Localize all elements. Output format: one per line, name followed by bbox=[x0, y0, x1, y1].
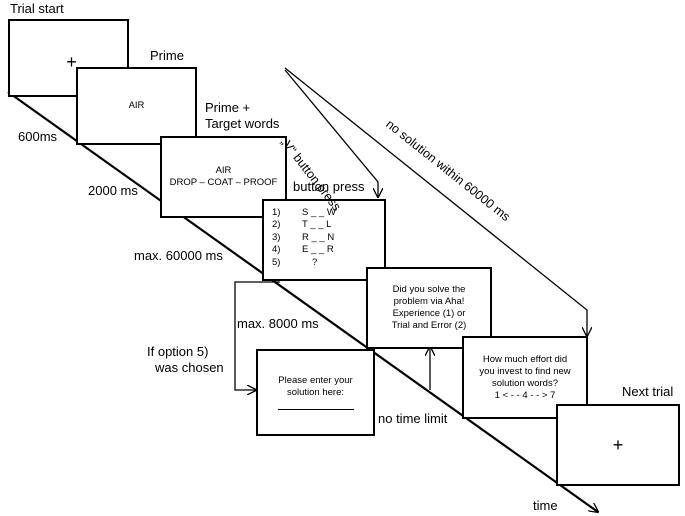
prime-box: AIR bbox=[76, 67, 197, 145]
row-2-num: 2) bbox=[272, 219, 281, 231]
row-5-num: 5) bbox=[272, 256, 281, 268]
no-time-limit-label: no time limit bbox=[378, 411, 448, 426]
timing-8000: max. 8000 ms bbox=[237, 316, 319, 331]
aha-line-1: Did you solve the bbox=[392, 284, 466, 295]
effort-line-1: How much effort did bbox=[482, 353, 568, 365]
row-2-pattern: T _ _ L bbox=[302, 219, 332, 231]
button-press-label: button press bbox=[293, 179, 365, 194]
aha-line-3: Experience (1) or bbox=[392, 308, 466, 319]
effort-line-2: you invest to find new bbox=[479, 365, 571, 377]
fixation-cross-2: + bbox=[612, 434, 624, 455]
row-1-pattern: S _ _ W bbox=[302, 207, 336, 218]
prime-word-2: AIR bbox=[215, 165, 232, 176]
prime-target-label-2: Target words bbox=[205, 116, 280, 131]
next-trial-label: Next trial bbox=[622, 384, 674, 399]
prime-target-label-1: Prime + bbox=[205, 100, 251, 115]
row-5-pattern: ? bbox=[312, 256, 318, 268]
next-trial-box: + bbox=[556, 404, 680, 486]
timing-60000: max. 60000 ms bbox=[134, 248, 223, 263]
option5-label-1: If option 5) bbox=[147, 344, 209, 359]
no-solution-arrow bbox=[284, 67, 587, 336]
row-1-num: 1) bbox=[272, 207, 281, 218]
time-axis bbox=[7, 91, 598, 512]
row-4-pattern: E _ _ R bbox=[302, 244, 334, 256]
row-3-pattern: R _ _ N bbox=[302, 231, 335, 243]
enter-line-2: solution here: bbox=[286, 387, 345, 398]
timing-2000: 2000 ms bbox=[88, 183, 138, 198]
row-3-num: 3) bbox=[272, 231, 281, 243]
solution-box: 1)S _ _ W 2)T _ _ L 3)R _ _ N 4)E _ _ R … bbox=[262, 199, 386, 281]
trial-start-label: Trial start bbox=[10, 1, 64, 16]
aha-line-4: Trial and Error (2) bbox=[391, 320, 467, 331]
enter-line-1: Please enter your bbox=[278, 375, 353, 386]
effort-line-3: solution words? bbox=[491, 377, 558, 389]
target-words: DROP – COAT – PROOF bbox=[169, 177, 278, 188]
time-label: time bbox=[533, 498, 558, 513]
effort-line-4: 1 < - - 4 - - > 7 bbox=[494, 389, 556, 401]
fixation-cross: + bbox=[66, 51, 77, 72]
row-4-num: 4) bbox=[272, 244, 281, 256]
prime-label: Prime bbox=[150, 48, 184, 63]
prime-word: AIR bbox=[128, 100, 145, 111]
enter-solution-box: Please enter your solution here: bbox=[256, 349, 375, 436]
aha-line-2: problem via Aha! bbox=[393, 296, 465, 307]
option5-label-2: was chosen bbox=[155, 360, 224, 375]
timing-600: 600ms bbox=[18, 129, 58, 144]
option5-arrow bbox=[234, 281, 280, 390]
solution-underline bbox=[277, 409, 354, 410]
v-press-arrow bbox=[284, 69, 378, 197]
aha-question-box: Did you solve the problem via Aha! Exper… bbox=[366, 267, 492, 349]
